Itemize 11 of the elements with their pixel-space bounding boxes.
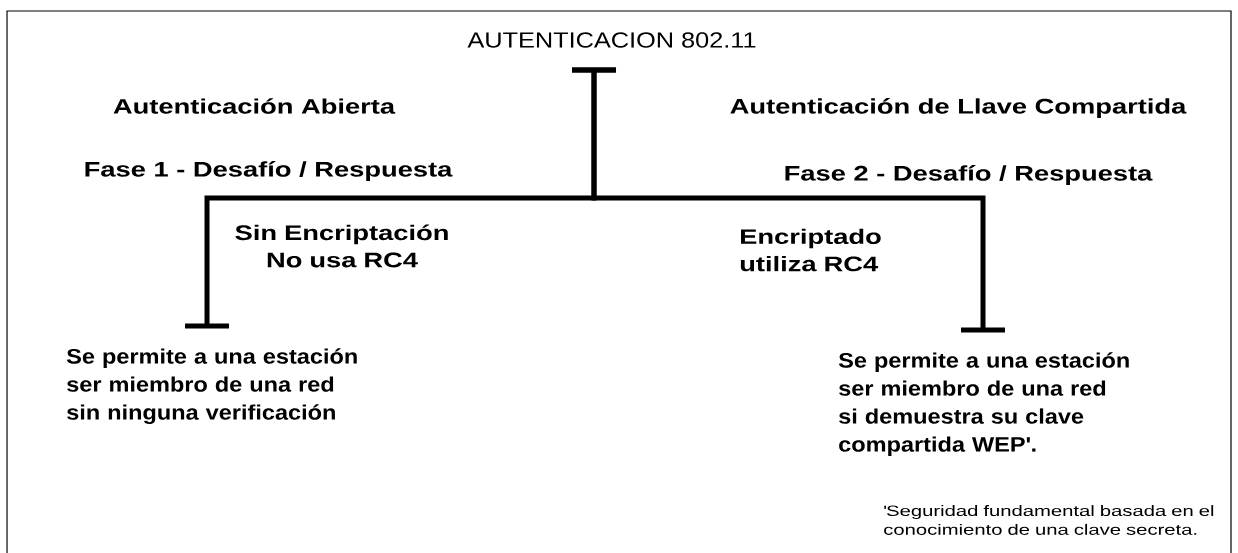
branch-heading: Autenticación de Llave Compartida <box>730 98 1187 118</box>
branch-note: Sin Encriptación No usa RC4 <box>235 224 448 268</box>
connector <box>569 67 1008 333</box>
description-text: Se permite a una estación ser miembro de una red si demuestra su clave compartida WEP'. <box>838 352 1129 456</box>
branch-note: Encriptado utiliza RC4 <box>740 228 881 272</box>
title: AUTENTICACION 802.11 <box>467 32 756 48</box>
footnote: 'Seguridad fundamental basada en el conocimiento de una clave secreta. <box>884 505 1214 535</box>
branch-heading: Autenticación Abierta <box>113 98 396 114</box>
phase-label: Fase 2 - Desafío / Respuesta <box>785 165 1153 185</box>
phase-label: Fase 1 - Desafío / Respuesta <box>85 161 453 181</box>
description-text: Se permite a una estación ser miembro de una red sin ninguna verificación <box>66 348 357 425</box>
